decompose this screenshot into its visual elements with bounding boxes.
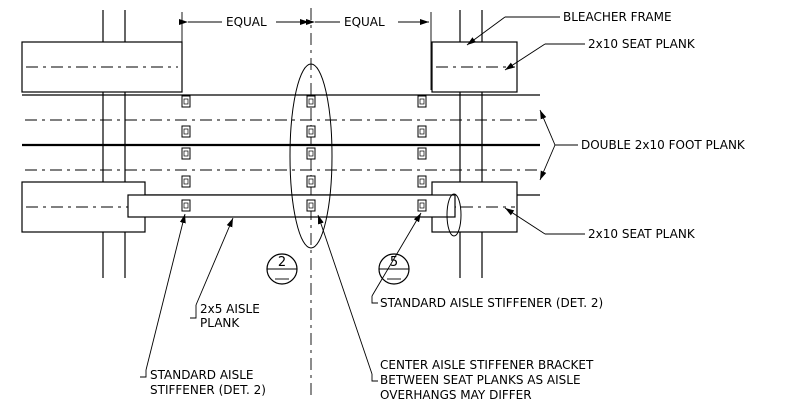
label-center-bracket-2: BETWEEN SEAT PLANKS AS AISLE xyxy=(380,373,581,387)
dimension-label-right: EQUAL xyxy=(344,15,385,29)
dimension-equal-left: EQUAL xyxy=(179,12,309,90)
label-bleacher-frame: BLEACHER FRAME xyxy=(563,10,672,24)
label-seat-plank-bottom: 2x10 SEAT PLANK xyxy=(588,227,696,241)
seat-plank-top-left xyxy=(21,41,183,93)
leader-std-stiffener-right xyxy=(371,212,422,304)
detail-callout-5-number: 5 xyxy=(390,255,398,270)
label-foot-plank: DOUBLE 2x10 FOOT PLANK xyxy=(581,138,746,152)
aisle-end-ellipse xyxy=(446,193,462,237)
detail-callout-2-number: 2 xyxy=(278,255,286,270)
label-seat-plank-top: 2x10 SEAT PLANK xyxy=(588,37,696,51)
center-bracket-ellipse xyxy=(289,63,333,249)
label-std-stiffener-left-1: STANDARD AISLE xyxy=(150,368,253,382)
dimension-equal-right: EQUAL xyxy=(306,12,432,90)
leader-bleacher-frame xyxy=(466,16,560,46)
label-center-bracket-1: CENTER AISLE STIFFENER BRACKET xyxy=(380,358,594,372)
label-std-stiffener-right: STANDARD AISLE STIFFENER (DET. 2) xyxy=(380,296,603,310)
leader-seat-plank-bottom xyxy=(504,207,585,235)
detail-callout-5: 5 xyxy=(378,253,410,285)
stiffener-column-right xyxy=(417,95,427,212)
label-center-bracket-3: OVERHANGS MAY DIFFER xyxy=(380,388,532,402)
seat-plank-bottom-left xyxy=(21,181,146,233)
label-aisle-plank-2: PLANK xyxy=(200,316,240,330)
double-foot-plank xyxy=(22,94,540,196)
label-aisle-plank-1: 2x5 AISLE xyxy=(200,302,260,316)
leader-std-stiffener-left xyxy=(140,213,186,378)
seat-plank-top-right xyxy=(431,41,518,93)
leader-foot-plank xyxy=(539,109,578,181)
label-std-stiffener-left-2: STIFFENER (DET. 2) xyxy=(150,383,266,397)
leader-center-bracket xyxy=(317,214,378,382)
stiffener-column-left xyxy=(181,95,191,212)
stiffener-column-center xyxy=(306,95,316,212)
leader-seat-plank-top xyxy=(504,43,585,71)
aisle-plank xyxy=(127,194,456,218)
dimension-label-left: EQUAL xyxy=(226,15,267,29)
leader-aisle-plank xyxy=(190,217,234,319)
detail-callout-2: 2 xyxy=(266,253,298,285)
